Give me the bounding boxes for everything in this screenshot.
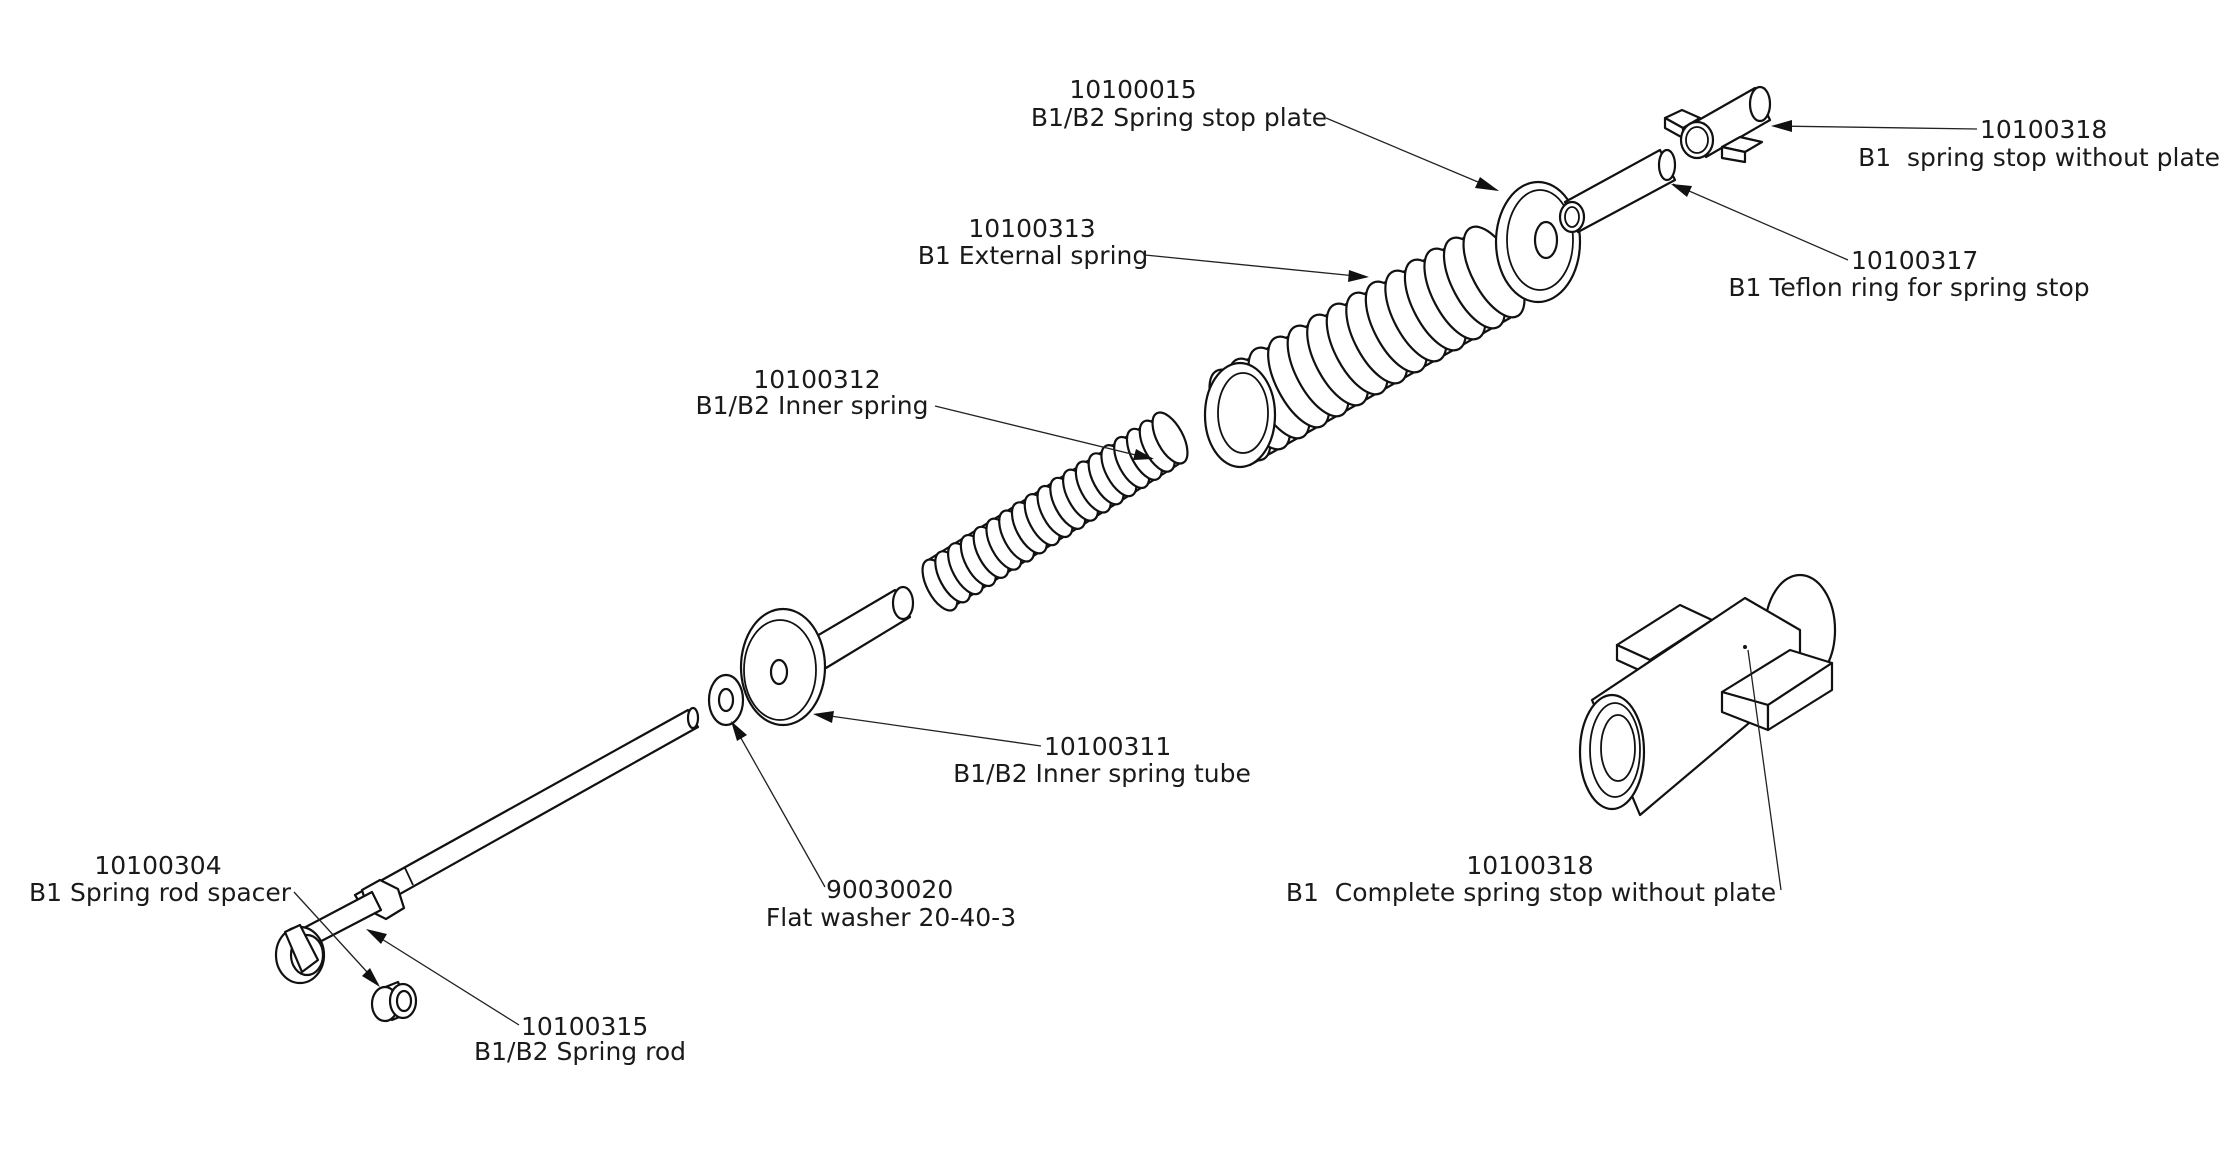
part-description: B1/B2 Spring rod xyxy=(474,1037,686,1066)
leader-teflon-ring xyxy=(1672,183,1849,261)
part-description: Flat washer 20-40-3 xyxy=(766,903,1016,932)
spring-rod-part xyxy=(274,706,700,985)
spring-coil xyxy=(1151,411,1189,465)
arrowhead xyxy=(731,721,747,741)
leader-spring-stop-plate xyxy=(1325,117,1498,191)
part-number: 10100015 xyxy=(1069,75,1196,104)
callout-spring-stop-plate: 10100015 B1/B2 Spring stop plate xyxy=(1031,75,1327,132)
callout-spring-stop-without-plate: 10100318 B1 spring stop without plate xyxy=(1858,115,2220,172)
arrowhead xyxy=(1771,120,1792,132)
leader-spring-rod-spacer xyxy=(293,891,379,985)
part-number: 10100318 xyxy=(1466,851,1593,880)
leader-inner-spring-tube xyxy=(815,713,1042,747)
callout-spring-rod: 10100315 B1/B2 Spring rod xyxy=(474,1012,686,1066)
callout-inner-spring-tube: 10100311 B1/B2 Inner spring tube xyxy=(953,732,1251,788)
spring-stop-plate-part xyxy=(1494,180,1582,304)
external-spring-part xyxy=(1203,225,1526,469)
callout-spring-rod-spacer: 10100304 B1 Spring rod spacer xyxy=(29,851,292,907)
callout-teflon-ring: 10100317 B1 Teflon ring for spring stop xyxy=(1728,246,2089,302)
callout-flat-washer: 90030020 Flat washer 20-40-3 xyxy=(766,875,1016,932)
leader-spring-rod xyxy=(368,930,520,1026)
arrowhead xyxy=(813,711,834,723)
leader-lines xyxy=(293,117,1978,1026)
arrowhead xyxy=(1348,270,1369,282)
part-number: 10100315 xyxy=(521,1012,648,1041)
part-description: B1/B2 Inner spring tube xyxy=(953,759,1251,788)
part-description: B1 Spring rod spacer xyxy=(29,878,292,907)
leader-flat-washer xyxy=(732,723,826,888)
inner-spring-tube-part xyxy=(739,585,915,727)
callout-inner-spring: 10100312 B1/B2 Inner spring xyxy=(696,365,929,420)
part-number: 10100317 xyxy=(1851,246,1978,275)
arrowhead xyxy=(1671,184,1692,197)
arrowhead xyxy=(1475,177,1499,191)
leader-external-spring xyxy=(1144,254,1367,278)
callout-external-spring: 10100313 B1 External spring xyxy=(918,214,1149,270)
part-description: B1/B2 Inner spring xyxy=(696,391,929,420)
spring-stop-small-part xyxy=(1663,85,1772,164)
arrowhead xyxy=(362,968,380,987)
part-number: 10100311 xyxy=(1044,732,1171,761)
part-description: B1 External spring xyxy=(918,241,1149,270)
part-description: B1/B2 Spring stop plate xyxy=(1031,103,1327,132)
inner-spring-coils xyxy=(921,411,1189,612)
leader-complete-spring-stop xyxy=(1747,649,1782,891)
part-number: 10100304 xyxy=(94,851,221,880)
part-number: 10100313 xyxy=(968,214,1095,243)
flat-washer-part xyxy=(707,673,745,727)
part-description: B1 Complete spring stop without plate xyxy=(1286,878,1776,907)
part-number: 10100318 xyxy=(1980,115,2107,144)
part-number: 10100312 xyxy=(753,365,880,394)
complete-spring-stop-part xyxy=(1578,573,1837,817)
part-number: 90030020 xyxy=(826,875,953,904)
arrowhead xyxy=(1133,449,1154,460)
teflon-ring-part xyxy=(1558,148,1677,234)
arrowhead xyxy=(366,929,387,944)
inner-spring-part xyxy=(921,411,1189,612)
part-description: B1 spring stop without plate xyxy=(1858,143,2220,172)
callout-complete-spring-stop: 10100318 B1 Complete spring stop without… xyxy=(1286,851,1776,907)
part-description: B1 Teflon ring for spring stop xyxy=(1728,273,2089,302)
spring-rod-spacer-part xyxy=(370,980,418,1023)
leader-inner-spring xyxy=(934,405,1153,460)
leader-spring-stop-small xyxy=(1774,125,1978,130)
